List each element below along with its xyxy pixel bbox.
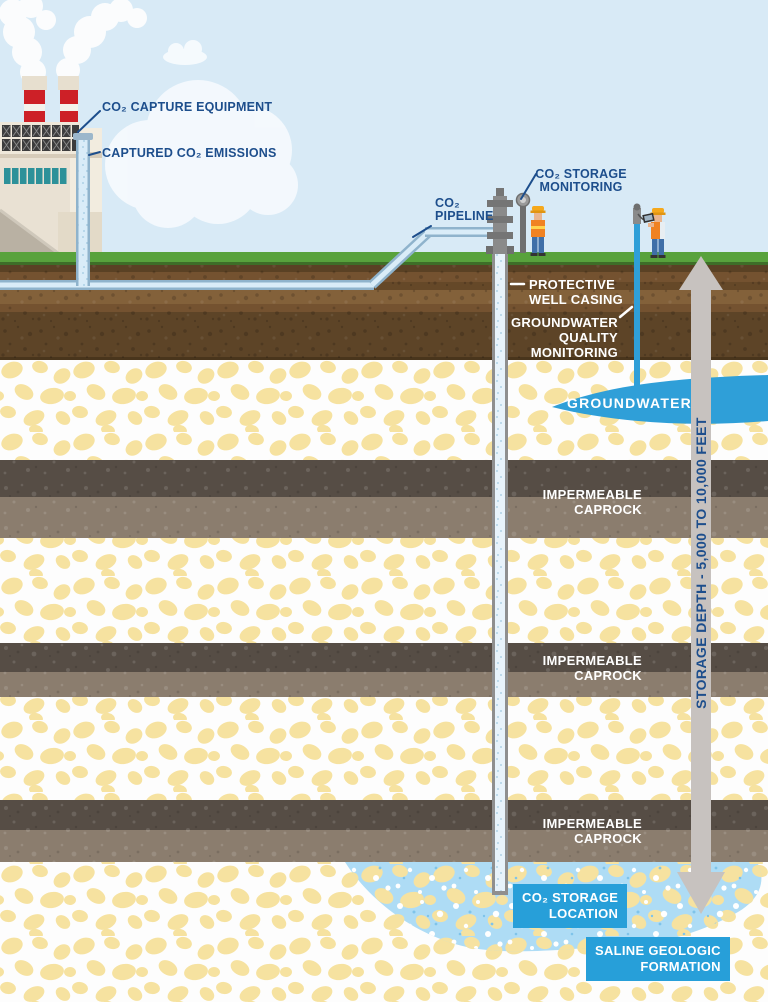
- capture-equipment-units: [0, 122, 80, 154]
- storage-monitoring-gauge: [515, 192, 531, 253]
- label-co2-storage-monitoring: CO₂ STORAGE MONITORING: [535, 167, 627, 194]
- caprock-layer-2: [0, 643, 768, 697]
- geologic-layers: [0, 252, 768, 1002]
- badge-co2-storage-location: CO₂ STORAGE LOCATION: [513, 884, 628, 928]
- label-caprock-1: IMPERMEABLE CAPROCK: [542, 487, 642, 517]
- storage-depth-arrow: [677, 256, 725, 914]
- smoke-plumes: [0, 0, 147, 85]
- sky: [0, 0, 768, 265]
- leader-lines: [77, 110, 634, 319]
- factory: [0, 76, 102, 255]
- label-co2-capture-equipment: CO₂ CAPTURE EQUIPMENT: [102, 100, 273, 114]
- co2-pipeline: [0, 227, 495, 290]
- label-storage-depth: STORAGE DEPTH - 5,000 TO 10,000 FEET: [693, 417, 709, 709]
- wellhead: [486, 188, 514, 254]
- injection-well: [492, 250, 508, 895]
- label-captured-co2-emissions: CAPTURED CO₂ EMISSIONS: [102, 146, 277, 160]
- caprock-layer-1: [0, 460, 768, 538]
- label-caprock-3: IMPERMEABLE CAPROCK: [542, 816, 642, 846]
- factory-windows: [4, 168, 67, 184]
- groundwater-lens: [552, 375, 768, 424]
- badge-saline-geologic-formation: SALINE GEOLOGIC FORMATION: [586, 937, 730, 981]
- cloud-small: [163, 40, 207, 65]
- grass-layer: [0, 252, 768, 263]
- smokestack: [22, 76, 79, 127]
- label-caprock-2: IMPERMEABLE CAPROCK: [542, 653, 642, 683]
- monitoring-station-post: [633, 203, 641, 224]
- caprock-layer-3: [0, 800, 768, 862]
- groundwater-monitoring-well: [634, 220, 640, 402]
- worker-at-wellhead: [530, 206, 546, 256]
- laptop: [642, 212, 655, 223]
- captured-emissions-pipe: [73, 133, 93, 286]
- label-groundwater: GROUNDWATER: [567, 395, 692, 411]
- worker-groundwater-monitoring: [642, 208, 666, 258]
- label-co2-pipeline: CO₂ PIPELINE: [435, 196, 494, 223]
- cloud-large: [105, 80, 298, 228]
- label-groundwater-quality-monitoring: GROUNDWATER QUALITY MONITORING: [510, 315, 618, 360]
- label-protective-well-casing: PROTECTIVE WELL CASING: [529, 277, 624, 307]
